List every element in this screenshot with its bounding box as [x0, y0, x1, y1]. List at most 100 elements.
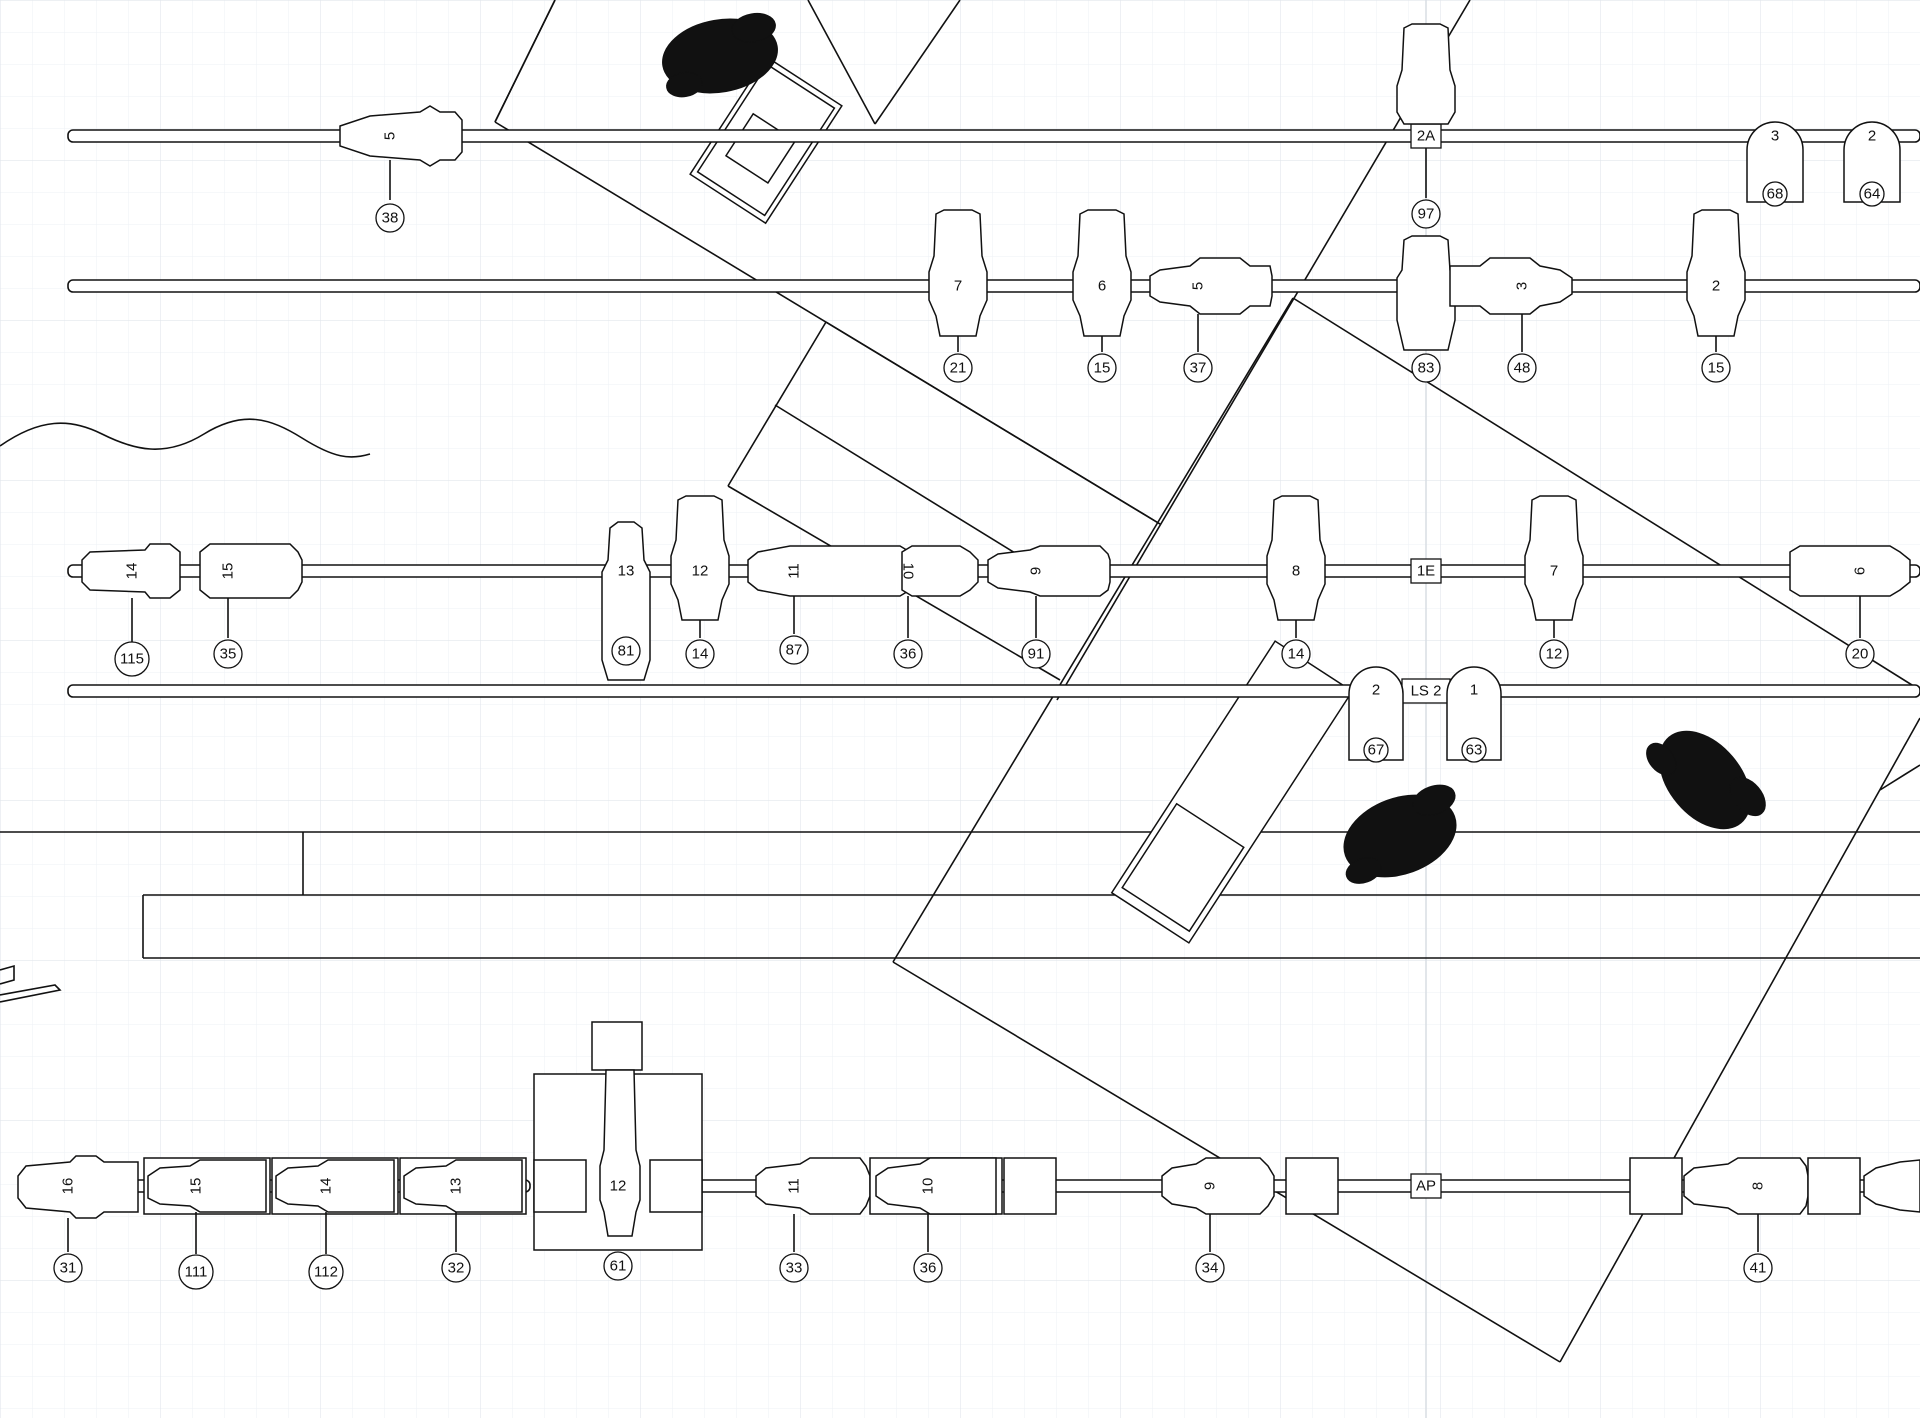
device-c5: 11 87	[747, 545, 911, 665]
device-tag: 91	[1028, 646, 1045, 663]
device-c2: 15 35	[199, 543, 303, 669]
pipe-label-LS2: LS 2	[1401, 678, 1451, 704]
device-label: 7	[1550, 563, 1558, 580]
device-tag: 36	[920, 1260, 937, 1277]
device-tag: 14	[1288, 646, 1305, 663]
device-tag: 97	[1418, 206, 1435, 223]
pipe-label-1E: 1E	[1410, 558, 1442, 584]
device-tag: 112	[314, 1264, 338, 1281]
device-tag: 83	[1418, 360, 1435, 377]
pipe-label-text: AP	[1416, 1178, 1436, 1195]
pipe-label-2A: 2A	[1410, 123, 1442, 149]
equipment-blob-2	[1343, 784, 1457, 884]
device-c10: 6 20	[1789, 545, 1911, 669]
device-label: 11	[786, 563, 803, 579]
device-tag: 32	[448, 1260, 465, 1277]
device-e1: 16 31	[17, 1155, 139, 1283]
device-label: 15	[188, 1178, 205, 1195]
device-label: 6	[1098, 278, 1106, 295]
device-tag: 31	[60, 1260, 77, 1277]
device-c1: 14 115	[81, 543, 181, 677]
device-e6: 11 33	[755, 1157, 871, 1283]
device-tag: 63	[1466, 742, 1483, 759]
device-d2: 1 63	[1446, 666, 1502, 763]
device-label: 5	[1190, 282, 1207, 290]
device-tag: 68	[1767, 186, 1784, 203]
device-b4: 83	[1396, 235, 1456, 383]
device-tag: 111	[185, 1264, 208, 1281]
device-c4: 12 14	[670, 495, 730, 669]
device-tag: 15	[1708, 360, 1725, 377]
device-tag: 64	[1864, 186, 1881, 203]
device-b6: 2 15	[1686, 209, 1746, 383]
device-label: 15	[220, 563, 237, 580]
device-label: 2	[1712, 278, 1720, 295]
device-label: 10	[920, 1178, 937, 1195]
device-tag: 48	[1514, 360, 1531, 377]
device-b1: 7 21	[928, 209, 988, 383]
device-label: 16	[60, 1178, 77, 1195]
device-label: 9	[1202, 1182, 1219, 1190]
device-b2: 6 15	[1072, 209, 1132, 383]
device-tag: 81	[618, 643, 635, 660]
device-b5: 3 48	[1449, 257, 1573, 383]
device-e4: 13 32	[399, 1157, 527, 1283]
device-tag: 87	[786, 642, 803, 659]
device-c7: 9 91	[987, 545, 1111, 669]
equipment-blob-3	[1646, 730, 1766, 830]
cart-middle	[1110, 640, 1354, 944]
device-tag: 14	[692, 646, 709, 663]
device-c6: 10 36	[893, 545, 979, 669]
device-tag: 20	[1852, 646, 1869, 663]
device-label: 14	[318, 1178, 335, 1195]
device-a2: 97	[1396, 23, 1456, 229]
device-tag: 38	[382, 210, 399, 227]
equipment-blob-1	[662, 12, 778, 98]
device-tag: 33	[786, 1260, 803, 1277]
device-e8: 9 34	[1161, 1157, 1339, 1283]
device-e9: 8 41	[1629, 1157, 1920, 1283]
pipe-label-text: LS 2	[1411, 683, 1442, 700]
pipe-b	[67, 279, 1920, 293]
device-tag: 15	[1094, 360, 1111, 377]
device-tag: 67	[1368, 742, 1385, 759]
pipe-label-AP: AP	[1410, 1173, 1442, 1199]
device-a1: 38 5	[339, 105, 463, 233]
device-label: 10	[900, 563, 917, 580]
device-tag: 21	[950, 360, 967, 377]
device-e5: 12 61	[533, 1021, 703, 1281]
device-label: 8	[1292, 563, 1300, 580]
device-a4: 2 64	[1843, 121, 1901, 207]
device-label: 11	[786, 1178, 803, 1194]
device-label: 3	[1514, 282, 1531, 290]
pipe-label-text: 2A	[1417, 128, 1435, 145]
device-label: 12	[610, 1178, 627, 1195]
device-label: 12	[692, 563, 709, 580]
device-c3: 13 81	[601, 521, 651, 681]
device-label: 13	[448, 1178, 465, 1195]
device-a3: 3 68	[1746, 121, 1804, 207]
device-label: 6	[1852, 567, 1869, 575]
device-e7: 10 36	[869, 1157, 1057, 1283]
device-e3: 14 112	[271, 1157, 399, 1290]
device-tag: 115	[120, 651, 144, 668]
device-tag: 35	[220, 646, 237, 663]
device-c9: 7 12	[1524, 495, 1584, 669]
device-tag: 61	[610, 1258, 627, 1275]
device-label: 13	[618, 563, 635, 580]
device-label: 2	[1868, 128, 1876, 145]
device-label: 14	[124, 563, 141, 580]
device-b3: 5 37	[1149, 257, 1273, 383]
device-c8: 8 14	[1266, 495, 1326, 669]
device-tag: 37	[1190, 360, 1207, 377]
pipe-label-text: 1E	[1417, 563, 1435, 580]
device-label: 5	[382, 132, 399, 140]
pipe-d	[67, 684, 1920, 698]
device-tag: 12	[1546, 646, 1563, 663]
device-e2: 15 111	[143, 1157, 271, 1290]
device-tag: 36	[900, 646, 917, 663]
device-label: 3	[1771, 128, 1779, 145]
pipe-a	[67, 129, 1920, 143]
device-label: 2	[1372, 682, 1380, 699]
